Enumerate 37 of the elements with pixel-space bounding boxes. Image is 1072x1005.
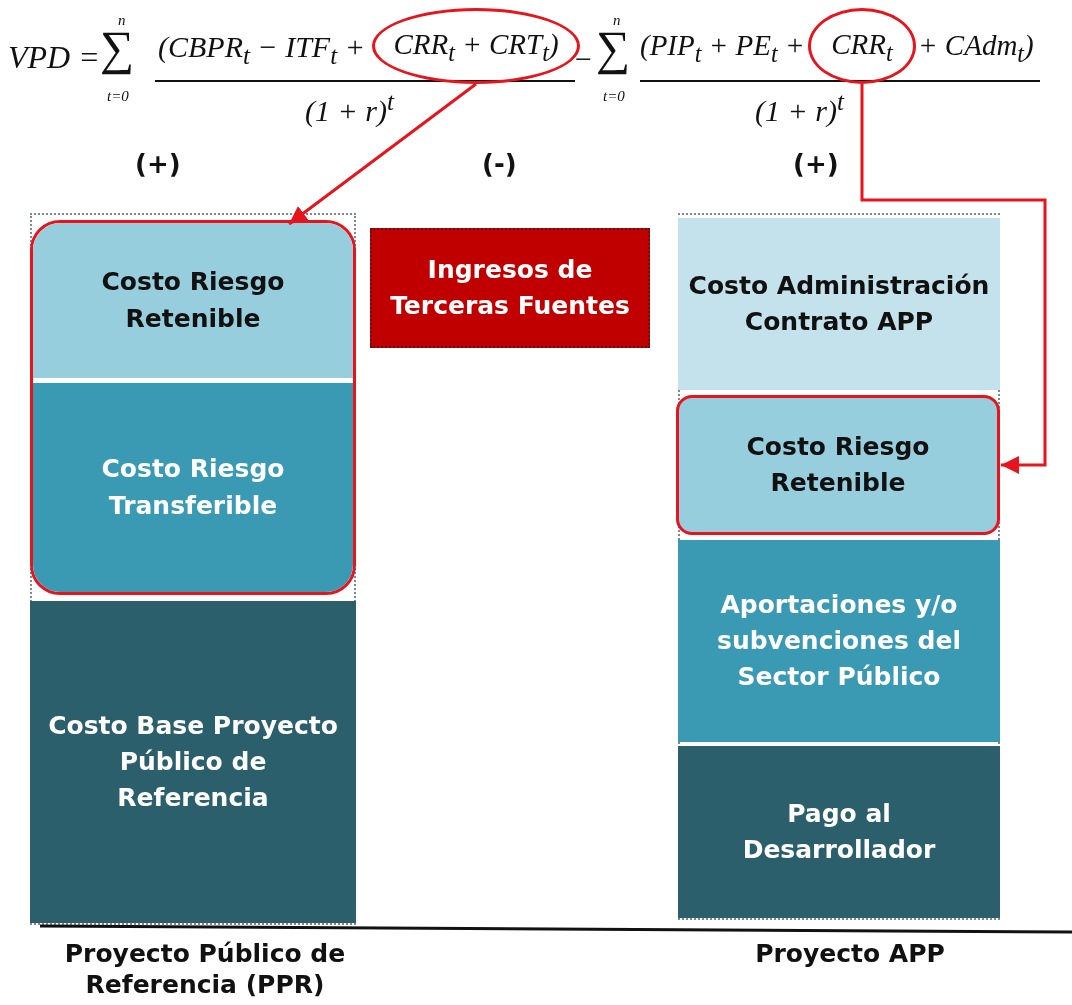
sign-label: (+) [135, 148, 181, 181]
math-text: VPD = [8, 40, 100, 76]
math-text: CRR$_{t}$ + CRT$_{t}$) [393, 26, 559, 68]
cost-block [33, 223, 353, 378]
cost-block [678, 746, 1000, 918]
cost-block [676, 395, 1000, 535]
block-label: Ingresos de Terceras Fuentes [389, 253, 631, 322]
income-block [370, 228, 650, 348]
column-caption: Proyecto Público de Referencia (PPR) [63, 938, 347, 1001]
block-label: Costo Base Proyecto Público de Referencia [47, 709, 339, 815]
math-text: (CBPR$_{t}$ − ITF$_{t}$ + [158, 30, 365, 70]
arrow [860, 84, 1047, 474]
sign-label: (+) [793, 148, 839, 181]
cost-block [30, 601, 356, 923]
cost-block [33, 383, 353, 592]
column-caption: Proyecto APP [754, 938, 946, 970]
highlight-outline [30, 220, 356, 595]
sign-label: (-) [482, 148, 517, 181]
math-text: + CAdm$_{t}$) [918, 30, 1034, 68]
cost-block [678, 540, 1000, 742]
cost-block [678, 218, 1000, 390]
block-label: Aportaciones y/o subvenciones del Sector Público [716, 588, 962, 694]
minus-sign: − [575, 42, 592, 75]
block-label: Costo Riesgo Retenible [100, 266, 286, 335]
block-label: Costo Administración Contrato APP [688, 269, 990, 338]
highlight-ellipse [372, 8, 580, 84]
math-text: (1 + r)$^{t}$ [305, 88, 394, 127]
block-label: Costo Riesgo Transferible [100, 453, 286, 522]
block-label: Costo Riesgo Retenible [745, 430, 931, 499]
arrow [288, 82, 477, 226]
math-text: (1 + r)$^{t}$ [755, 88, 844, 127]
block-label: Pago al Desarrollador [741, 797, 937, 866]
math-text: CRR$_{t}$ [831, 26, 893, 68]
math-text: (PIP$_{t}$ + PE$_{t}$ + [640, 30, 805, 68]
highlight-ellipse [808, 8, 916, 84]
math-text: t=0 [107, 88, 129, 105]
math-text: t=0 [603, 88, 625, 105]
